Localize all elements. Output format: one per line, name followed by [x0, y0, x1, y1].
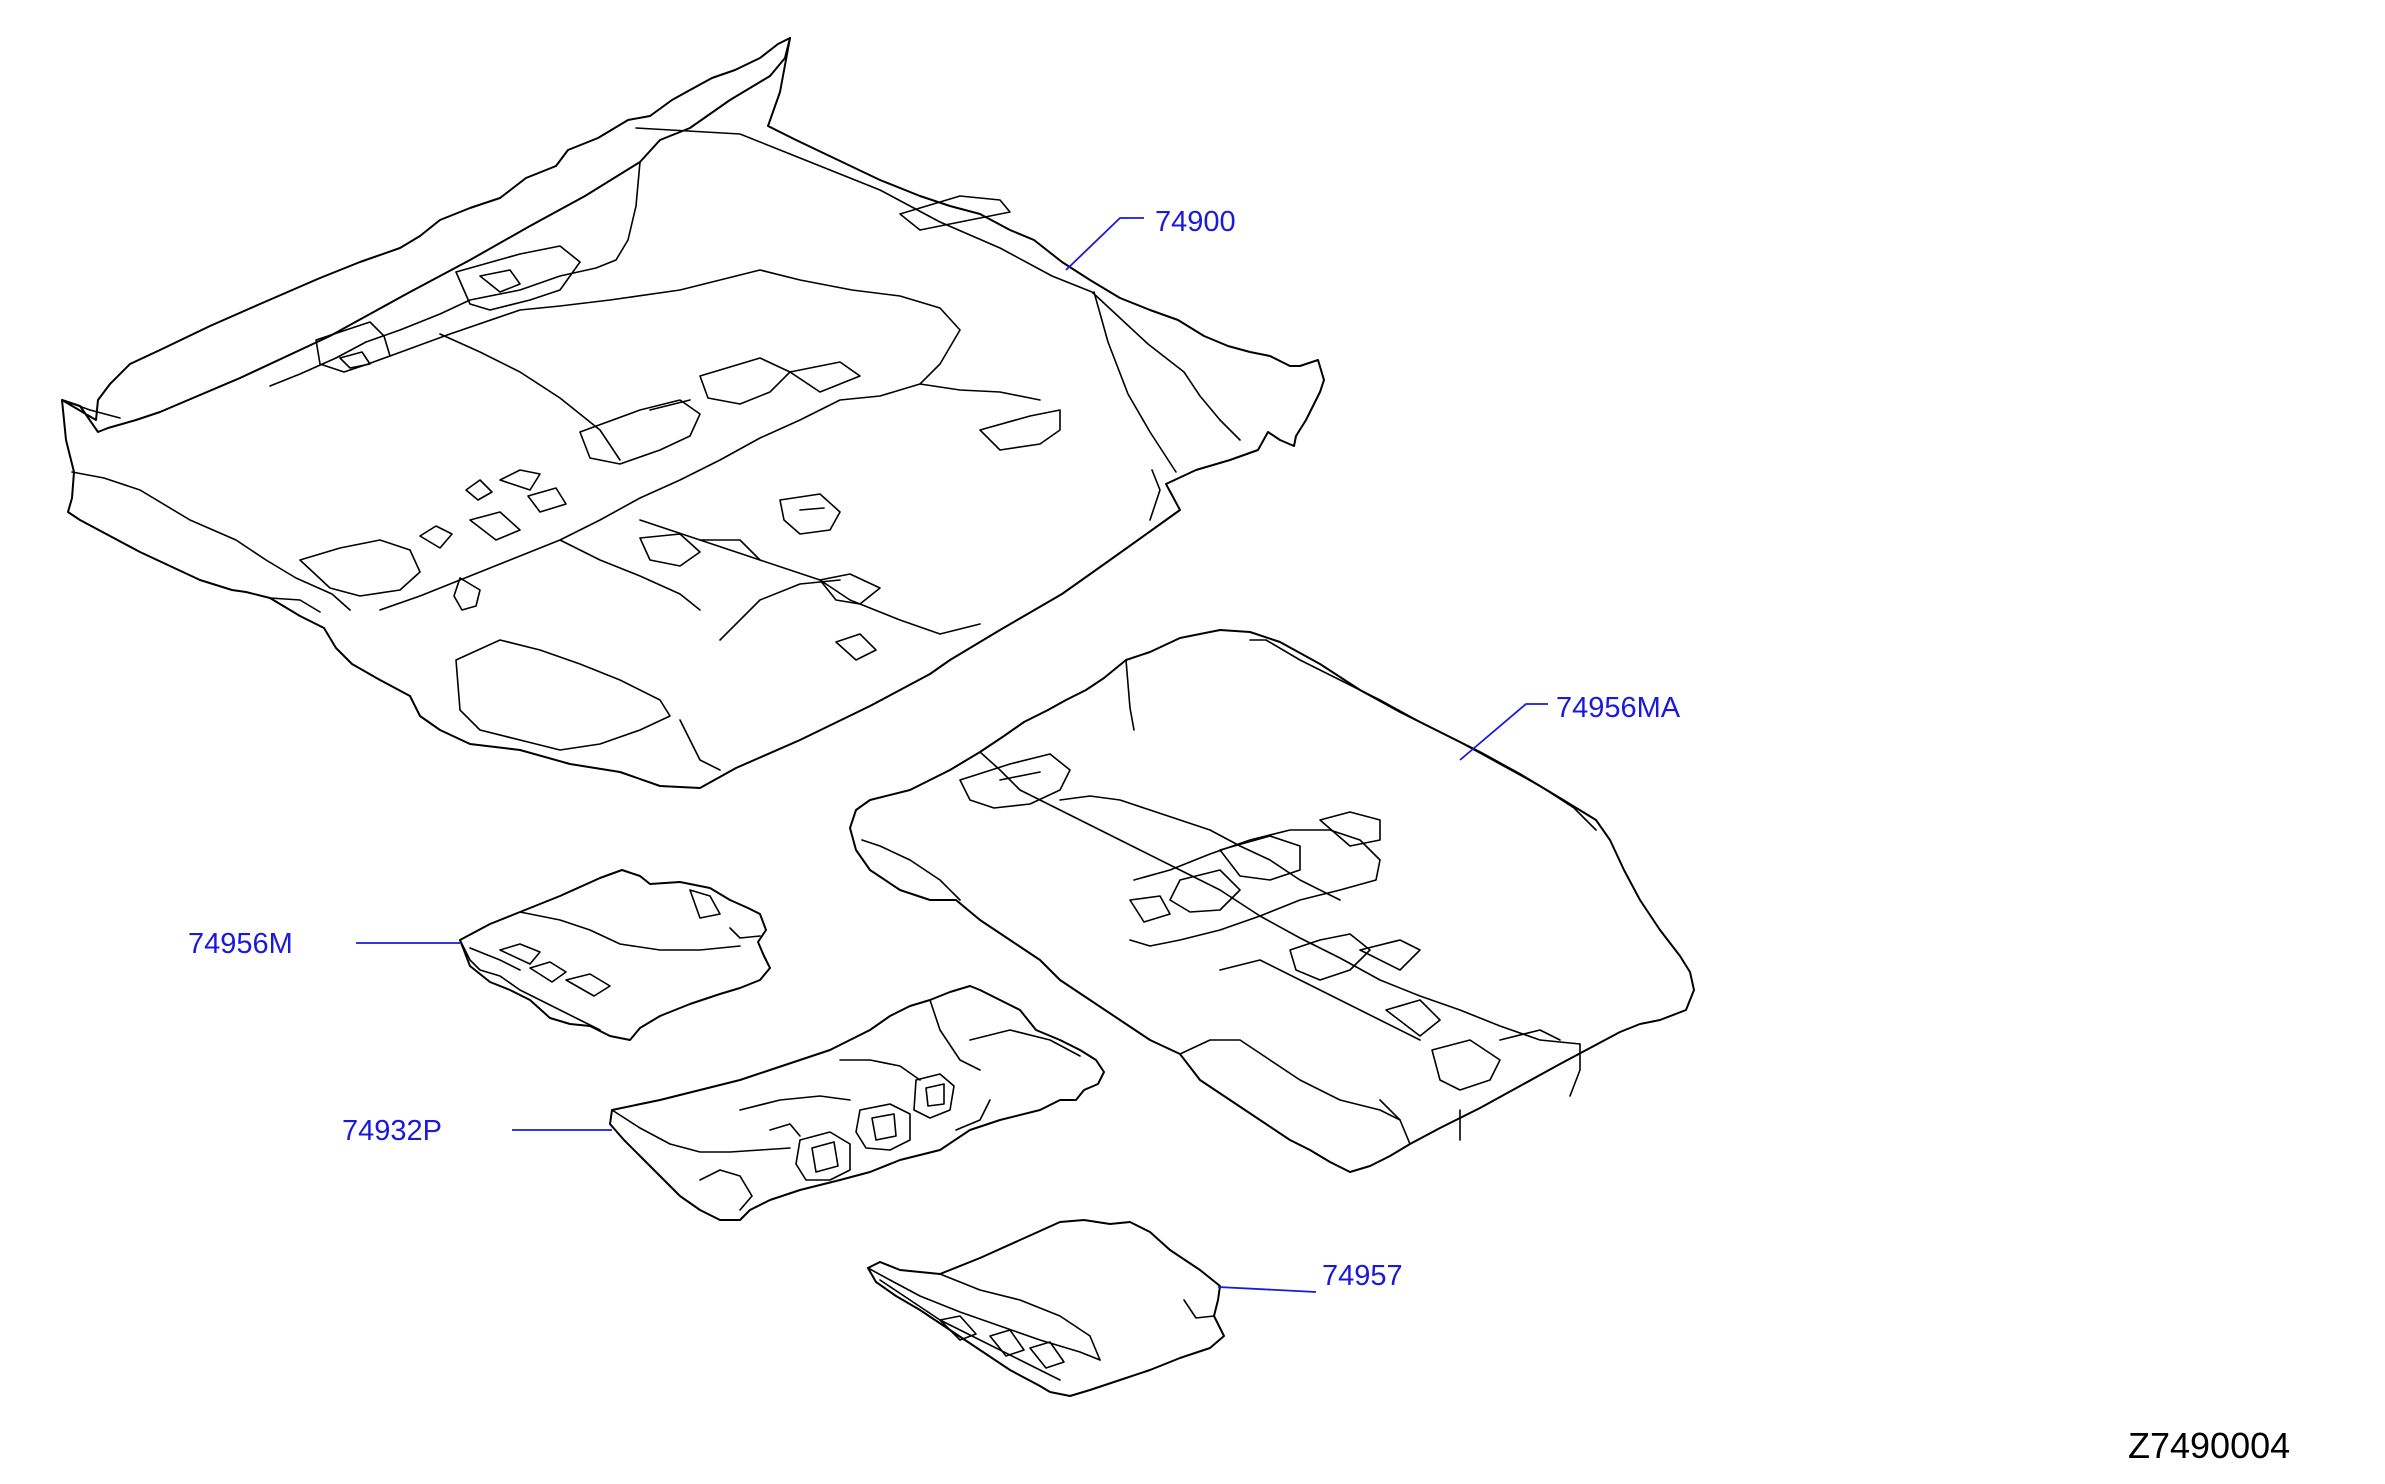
part-74956MA-carpet — [849, 629, 1695, 1173]
leader-lines — [356, 217, 1548, 1293]
callout-74956MA: 74956MA — [1556, 692, 1681, 724]
part-74900-floor-carpet — [61, 37, 1325, 789]
callout-74900: 74900 — [1155, 206, 1236, 238]
part-74932P-tunnel-mat — [609, 985, 1105, 1221]
reference-code: Z7490004 — [2128, 1425, 2291, 1466]
leader-74900 — [1065, 217, 1144, 271]
callout-74932P: 74932P — [342, 1115, 442, 1147]
part-74957-mat — [867, 1219, 1225, 1397]
callout-74956M: 74956M — [188, 928, 293, 960]
leader-74957 — [1217, 1286, 1317, 1293]
callout-74957: 74957 — [1322, 1260, 1403, 1292]
leader-74956MA — [1459, 703, 1548, 761]
part-74956M-mat — [459, 869, 771, 1041]
